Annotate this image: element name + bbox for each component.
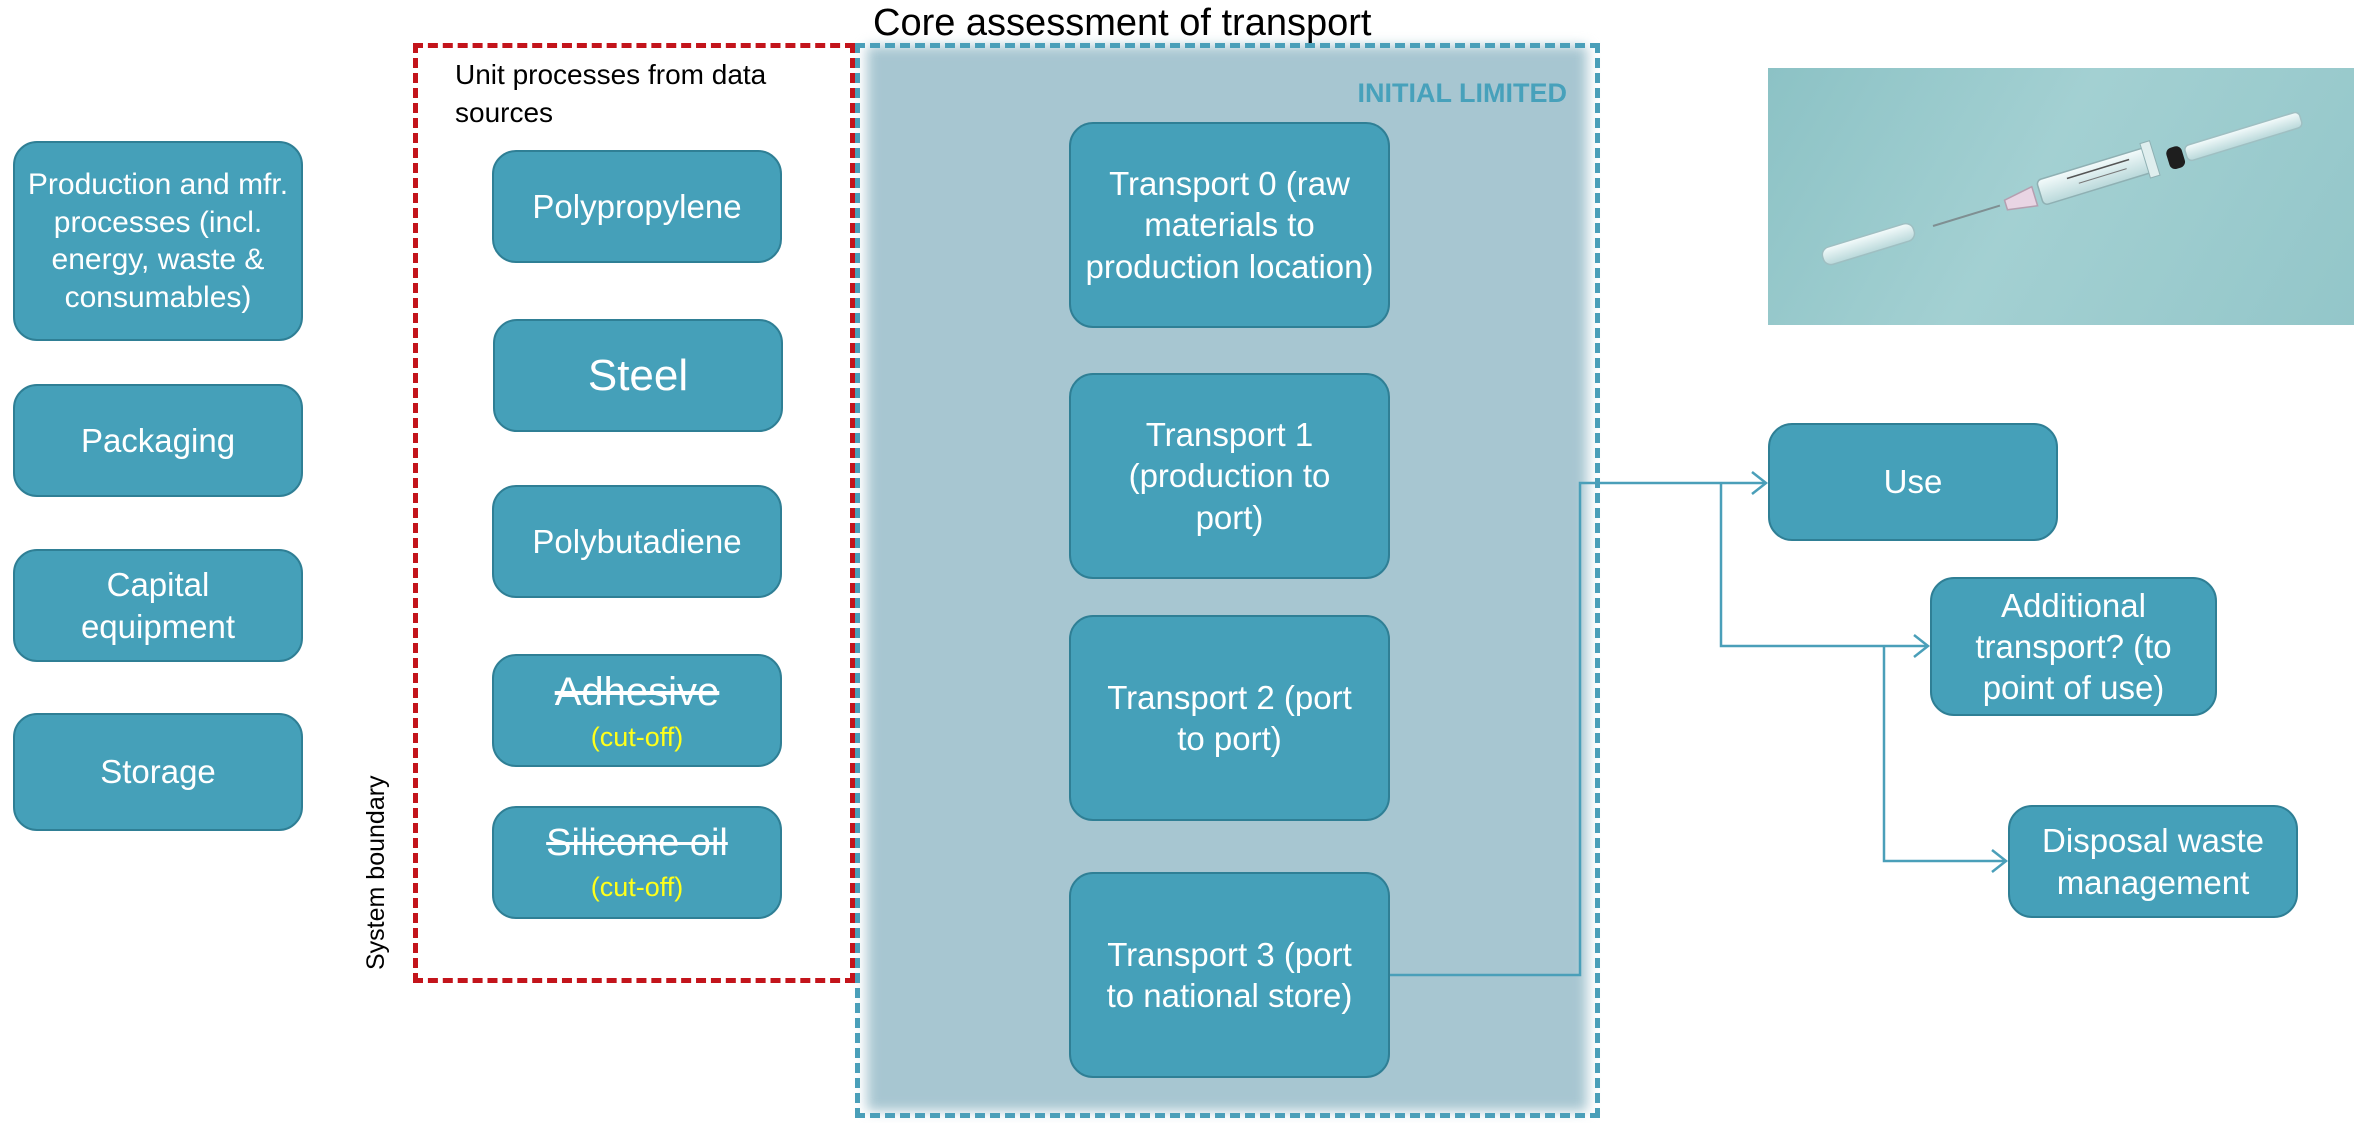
additional-transport-label: Additional transport? (to point of use)	[1975, 586, 2172, 707]
syringe-image	[1768, 68, 2354, 325]
transport-0-label: Transport 0 (raw materials to production…	[1085, 165, 1374, 285]
disposal-waste-label: Disposal waste management	[2042, 822, 2264, 901]
transport-1-box[interactable]: Transport 1 (production to port)	[1069, 373, 1390, 579]
arrowhead-use	[1751, 471, 1769, 495]
unit-process-polypropylene[interactable]: Polypropylene	[492, 150, 782, 263]
additional-transport-box[interactable]: Additional transport? (to point of use)	[1930, 577, 2217, 716]
arrow-to-disposal	[1882, 646, 2006, 863]
polypropylene-label: Polypropylene	[532, 187, 742, 225]
page-title-text: Core assessment of transport	[873, 2, 1372, 44]
transport-1-label: Transport 1 (production to port)	[1128, 416, 1331, 536]
initial-limited-label: INITIAL LIMITED	[1357, 78, 1568, 108]
arrowhead-disposal	[1991, 849, 2009, 873]
arrowhead-additional-transport	[1913, 634, 1931, 658]
unit-process-polybutadiene[interactable]: Polybutadiene	[492, 485, 782, 598]
transport-3-label: Transport 3 (port to national store)	[1106, 935, 1353, 1014]
adhesive-cutoff-note: (cut-off)	[590, 721, 684, 752]
arrow-to-additional-transport	[1719, 483, 1928, 648]
system-boundary-frame	[413, 43, 855, 983]
packaging-label: Packaging	[80, 421, 236, 459]
use-label: Use	[1883, 463, 1943, 501]
unit-processes-label: Unit processes from data sources	[455, 59, 767, 128]
transport-3-box[interactable]: Transport 3 (port to national store)	[1069, 872, 1390, 1078]
capital-equipment-box[interactable]: Capital equipment	[13, 549, 303, 662]
unit-process-adhesive[interactable]: Adhesive (cut-off)	[492, 654, 782, 767]
packaging-box[interactable]: Packaging	[13, 384, 303, 497]
silicone-oil-label: Silicone oil	[546, 821, 728, 864]
silicone-oil-cutoff-note: (cut-off)	[590, 872, 684, 903]
transport-2-label: Transport 2 (port to port)	[1107, 678, 1352, 757]
storage-label: Storage	[100, 753, 216, 791]
transport-0-box[interactable]: Transport 0 (raw materials to production…	[1069, 122, 1390, 328]
polybutadiene-label: Polybutadiene	[532, 522, 742, 560]
adhesive-label: Adhesive	[554, 669, 720, 714]
production-processes-box[interactable]: Production and mfr. processes (incl. ene…	[13, 141, 303, 341]
syringe-icon	[1821, 111, 2303, 266]
storage-box[interactable]: Storage	[13, 713, 303, 831]
capital-equipment-label: Capital equipment	[80, 566, 236, 645]
production-processes-label: Production and mfr. processes (incl. ene…	[27, 168, 289, 314]
unit-process-steel[interactable]: Steel	[493, 319, 783, 432]
initial-limited-frame	[855, 43, 1600, 1118]
steel-label: Steel	[587, 351, 689, 400]
use-box[interactable]: Use	[1768, 423, 2058, 541]
unit-process-silicone-oil[interactable]: Silicone oil (cut-off)	[492, 806, 782, 919]
transport-2-box[interactable]: Transport 2 (port to port)	[1069, 615, 1390, 821]
disposal-waste-box[interactable]: Disposal waste management	[2008, 805, 2298, 918]
arrow-to-use	[1390, 481, 1766, 977]
